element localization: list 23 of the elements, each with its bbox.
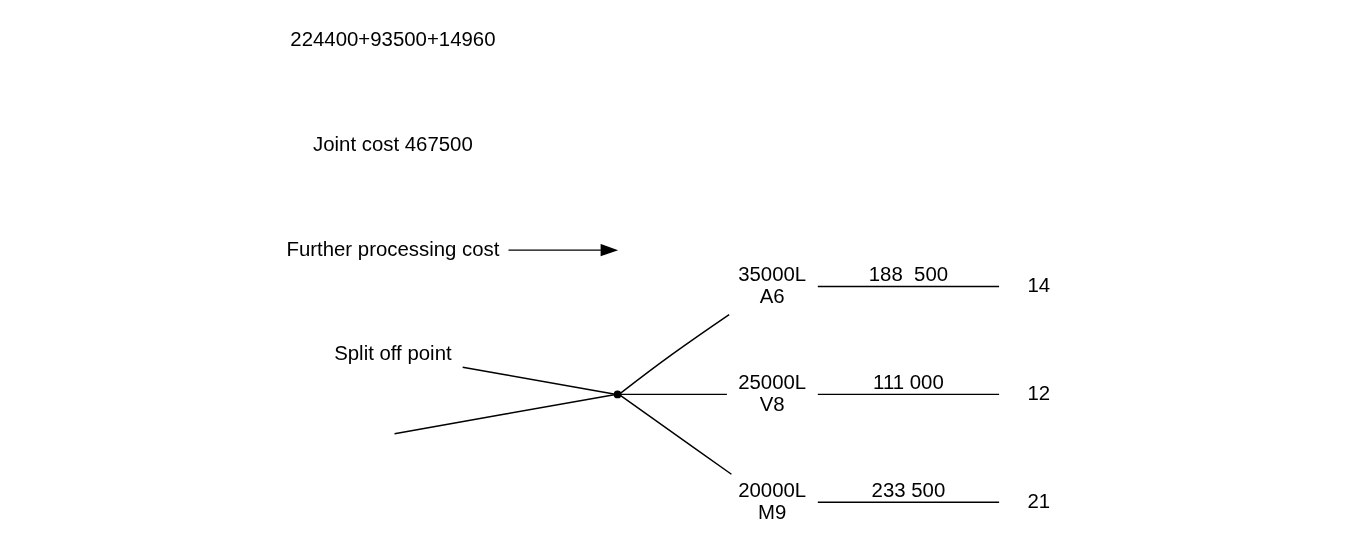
edge-label: 233 500 <box>871 478 946 501</box>
node-text: 35000L A6 <box>738 263 807 307</box>
node-text: 14 <box>1027 273 1051 296</box>
connector <box>817 393 1000 396</box>
node-text: 25000L V8 <box>738 370 807 415</box>
label: Joint cost 467500 <box>313 132 473 155</box>
node-text: Further processing cost <box>286 237 500 260</box>
node-point <box>613 390 622 399</box>
node-text: 21 <box>1027 489 1051 512</box>
connector <box>393 394 615 435</box>
node-text: 12 <box>1027 381 1051 404</box>
connector <box>817 501 1000 503</box>
label: 224400+93500+14960 <box>290 27 496 50</box>
arrow <box>507 244 619 257</box>
connector <box>817 285 1000 288</box>
connector <box>461 366 615 395</box>
edge-label: 111 000 <box>873 370 944 393</box>
node-text: Split off point <box>334 342 452 365</box>
connector <box>619 393 728 396</box>
connector <box>619 394 733 475</box>
edge-label: 188 500 <box>868 263 949 286</box>
node-text: 20000L M9 <box>738 478 807 523</box>
connector <box>619 313 730 394</box>
